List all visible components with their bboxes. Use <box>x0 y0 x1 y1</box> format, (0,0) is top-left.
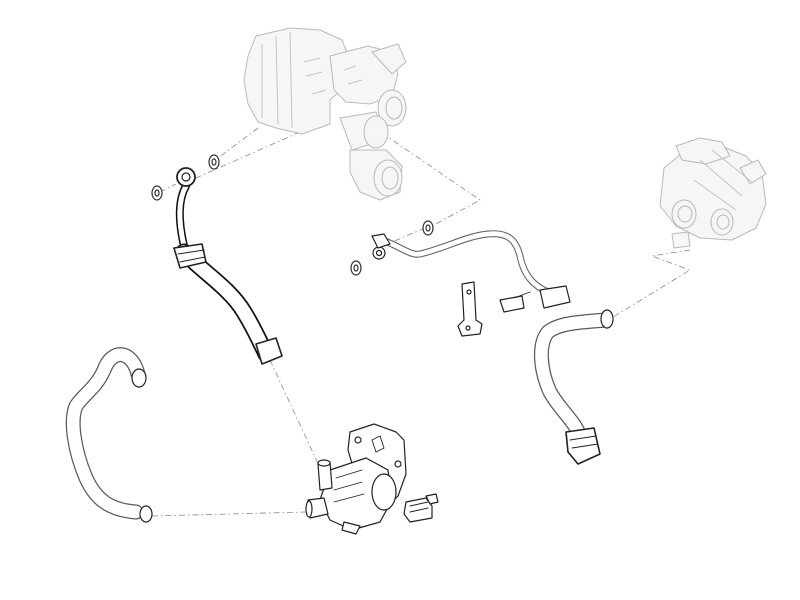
hose-icon <box>65 347 153 523</box>
leader-line-bypass-to-pump <box>151 511 307 517</box>
connector-tab <box>425 493 439 505</box>
washers <box>151 154 434 276</box>
connector-latch <box>409 501 429 513</box>
coolant-pipe-icon <box>371 230 552 313</box>
return-pipe-flare <box>371 233 391 249</box>
feed-hose-clamp-band <box>177 249 206 263</box>
return-hose-end-upper <box>600 309 614 329</box>
leader-line-turbo-washer <box>217 127 259 159</box>
washer-icon <box>208 154 220 170</box>
bracket-hole-lower <box>465 325 471 331</box>
pump-clip <box>371 435 385 453</box>
return-hose-body-inner <box>535 313 612 443</box>
pump-motor-ribs <box>333 469 365 503</box>
thermostat-port-right-bore <box>716 214 730 230</box>
pump-motor-cap <box>371 473 397 511</box>
bypass-hose-body-inner <box>67 348 145 519</box>
return-hose-clamp-upper <box>539 285 571 309</box>
thermostat-housing-icon <box>659 137 767 249</box>
washer-icon <box>350 260 362 276</box>
turbo-outlet-lower-bore <box>381 166 399 190</box>
bypass-hose-end-upper <box>131 368 147 388</box>
washer-icon <box>151 185 163 201</box>
bypass-hose-end-lower <box>139 505 153 523</box>
turbo-compressor-housing <box>243 27 351 135</box>
turbocharger-icon <box>243 27 407 201</box>
turbo-bolt-studs <box>303 57 363 95</box>
pump-inlet-spigot-end <box>317 459 331 467</box>
bracket-hole-upper <box>466 289 472 295</box>
feed-line-tube-inner <box>177 183 189 249</box>
pump-bracket-hole-a <box>354 436 362 444</box>
pump-foot <box>341 521 361 535</box>
washer-icon <box>422 220 434 236</box>
return-pipe-tab <box>499 295 525 313</box>
thermostat-port-left-bore <box>677 205 693 223</box>
hose-icon <box>533 285 614 465</box>
connector-icon <box>403 493 439 523</box>
leader-line-thermostat <box>604 249 691 323</box>
thermostat-top-cap <box>675 137 731 165</box>
banjo-fitting-bore <box>181 172 191 182</box>
thermostat-ribs <box>693 149 753 211</box>
turbo-housing-detail <box>261 31 293 129</box>
return-hose-connector-ribs <box>569 435 599 449</box>
turbo-outlet-upper-bore <box>385 96 403 120</box>
turbo-outlet-mid-rim <box>363 115 389 149</box>
water-pump-icon <box>305 423 407 535</box>
leader-line-turbo-return <box>359 117 481 227</box>
pump-bracket-hole-b <box>394 460 402 468</box>
turbo-upper-flange <box>371 43 407 75</box>
return-pipe-tab-link <box>513 291 531 299</box>
feed-hose-body-inner <box>177 245 273 361</box>
feed-hose-end <box>255 337 283 365</box>
pump-outlet-spigot-end <box>305 500 313 518</box>
coolant-line-icon <box>173 167 283 365</box>
return-pipe-banjo-bore <box>375 249 383 257</box>
leader-line-turbo-feed <box>195 131 301 179</box>
bracket-icon <box>457 281 483 337</box>
mounting-bracket <box>457 281 483 337</box>
leader-line-left-washer <box>159 183 177 193</box>
leader-line-hose-to-pump <box>269 359 321 469</box>
return-pipe-tube-inner <box>379 231 551 295</box>
thermostat-lower-stub <box>671 231 691 249</box>
